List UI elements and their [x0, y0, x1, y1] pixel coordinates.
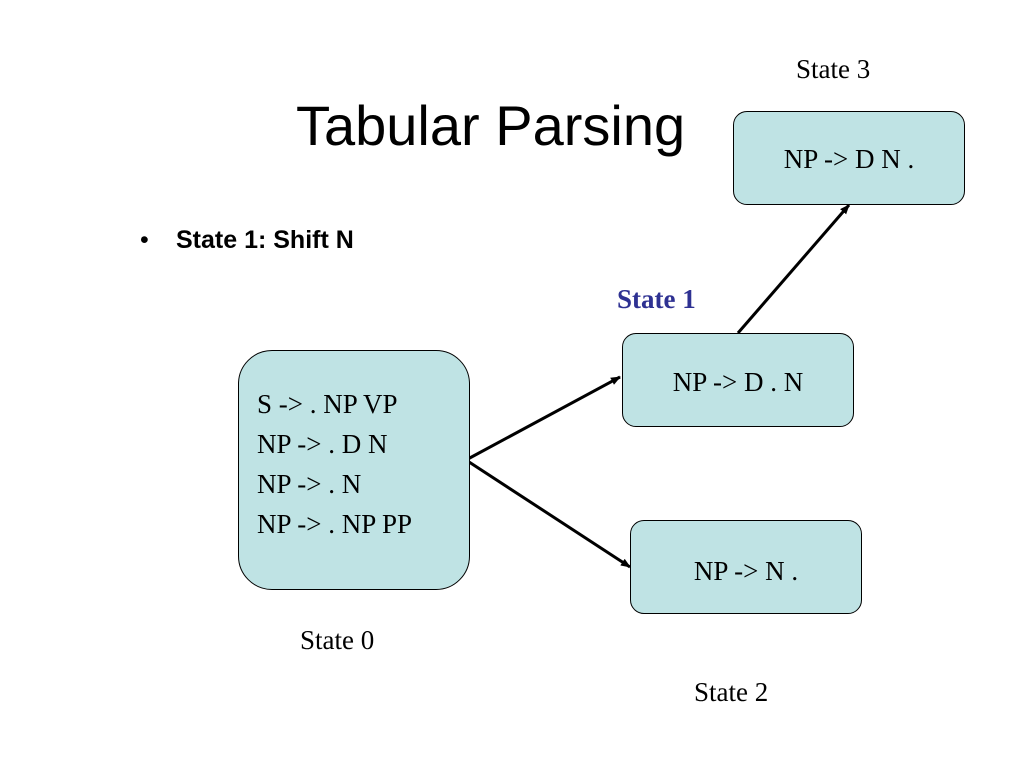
state3-label: State 3: [796, 54, 871, 84]
state2-rule: NP -> N .: [693, 556, 799, 586]
state0-box: S -> . NP VP NP -> . D N NP -> . N NP ->…: [238, 350, 470, 590]
state2-box: NP -> N .: [630, 520, 862, 614]
state0-label: State 0: [300, 625, 375, 655]
bullet-marker: •: [140, 226, 149, 254]
arrow-state0-to-state2: [465, 458, 631, 569]
bullet-item: • State 1: Shift N: [140, 226, 354, 255]
state0-rule: NP -> . D N: [257, 429, 388, 459]
slide-title: Tabular Parsing: [296, 94, 686, 157]
state1-rule: NP -> D . N: [672, 367, 804, 397]
state1-box: NP -> D . N: [622, 333, 854, 427]
arrow-state1-to-state3: [736, 204, 851, 334]
state0-rule: NP -> . N: [257, 469, 362, 499]
arrow-state0-to-state1: [465, 375, 621, 462]
state2-label: State 2: [694, 677, 769, 707]
state0-rule: NP -> . NP PP: [257, 509, 413, 539]
state1-label: State 1: [617, 284, 696, 314]
state3-box: NP -> D N .: [733, 111, 965, 205]
state0-rule: S -> . NP VP: [257, 389, 398, 419]
state3-rule: NP -> D N .: [783, 144, 915, 174]
bullet-text: State 1: Shift N: [176, 226, 354, 254]
